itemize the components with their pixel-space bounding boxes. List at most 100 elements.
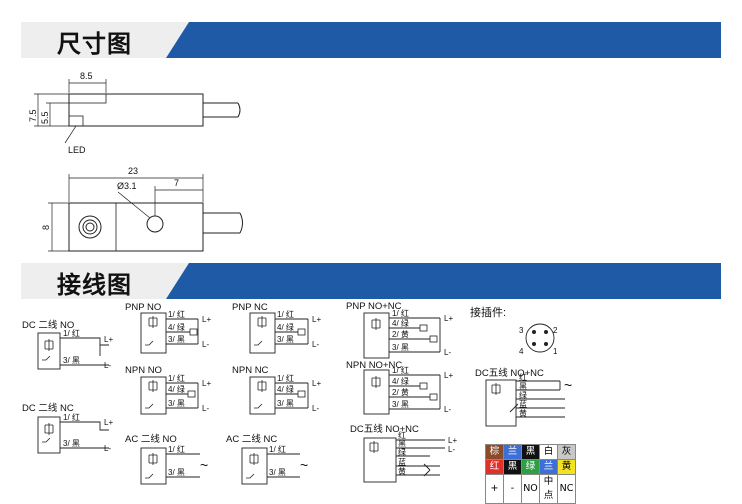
pnp-nc-title: PNP NC [232, 302, 268, 313]
wire-label: 4/ 绿 [277, 323, 294, 332]
npn-no-title: NPN NO [125, 365, 162, 376]
dim-length: 23 [128, 166, 138, 176]
wire-label: 蓝 [398, 457, 406, 467]
wire-label: 红 [519, 372, 527, 382]
wire-label: 4/ 绿 [277, 385, 294, 394]
wire-label: 1/ 红 [269, 444, 286, 454]
npn-nc-title: NPN NC [232, 365, 269, 376]
wire-label: 1/ 红 [168, 373, 185, 383]
ac-symbol: ~ [300, 457, 308, 473]
terminal-label: L+ [104, 418, 113, 427]
dimensions-title: 尺寸图 [57, 30, 132, 58]
pnp-nonc-title: PNP NO+NC [346, 301, 402, 312]
wire-label: 3/ 黑 [168, 399, 185, 408]
dim-top-width: 8.5 [80, 71, 93, 81]
wire-label: 4/ 绿 [392, 319, 409, 328]
wire-label: 绿 [519, 391, 527, 400]
wire-label: 3/ 黑 [392, 343, 409, 352]
wire-label: 蓝 [519, 399, 527, 409]
wire-label: 1/ 红 [392, 308, 409, 318]
wire-label: 2/ 黄 [392, 329, 409, 339]
terminal-label: L- [312, 340, 319, 349]
led-label: LED [68, 145, 86, 155]
npn-nonc-title: NPN NO+NC [346, 360, 402, 371]
pin-label: 2 [553, 326, 558, 335]
wire-label: 3/ 黑 [277, 399, 294, 408]
pnp-no-title: PNP NO [125, 302, 161, 313]
wire-label: 3/ 黑 [63, 356, 80, 365]
terminal-label: L- [104, 361, 111, 370]
wire-label: 黄 [519, 408, 527, 418]
terminal-label: L- [444, 348, 451, 357]
connector-title: 接插件: [470, 305, 506, 319]
wire-label: 4/ 绿 [168, 323, 185, 332]
color-row-1: 棕 兰 黑 白 灰 [485, 444, 576, 460]
terminal-label: L+ [312, 379, 321, 388]
terminal-label: L- [448, 445, 455, 454]
wire-label: 1/ 红 [63, 328, 80, 338]
banner-stripe [166, 22, 721, 58]
ac2-no-title: AC 二线 NO [125, 433, 177, 445]
terminal-label: L+ [444, 314, 453, 323]
wire-label: 2/ 黄 [392, 387, 409, 397]
dc2-nc-title: DC 二线 NC [22, 402, 74, 414]
color-cell: 黑 [503, 459, 522, 475]
dim-hole-offset: 7 [174, 178, 179, 188]
wire-label: 3/ 黑 [277, 335, 294, 344]
ac-symbol: ~ [564, 377, 572, 393]
wire-label: 红 [398, 430, 406, 440]
dimensions-banner: 尺寸图 [21, 22, 721, 58]
function-cell: NO [521, 474, 540, 504]
wiring-banner: 接线图 [21, 263, 721, 299]
terminal-label: L+ [448, 436, 457, 445]
function-cell: NC [557, 474, 576, 504]
color-cell: 黑 [521, 444, 540, 460]
wire-color-table: 棕 兰 黑 白 灰 红 黑 绿 兰 黄 + - NO 中点 NC [485, 444, 576, 504]
terminal-label: L+ [202, 315, 211, 324]
color-cell: 白 [539, 444, 558, 460]
color-cell: 兰 [503, 444, 522, 460]
wire-label: 1/ 红 [277, 373, 294, 383]
terminal-label: L- [104, 444, 111, 453]
pin-label: 3 [519, 326, 524, 335]
terminal-label: L- [202, 404, 209, 413]
wire-label: 1/ 红 [277, 309, 294, 319]
wire-label: 1/ 红 [392, 365, 409, 375]
wire-label: 4/ 绿 [392, 377, 409, 386]
wire-label: 黄 [398, 466, 406, 476]
color-cell: 棕 [485, 444, 504, 460]
color-cell: 灰 [557, 444, 576, 460]
wire-label: 1/ 红 [63, 412, 80, 422]
dim-height-inner: 5.5 [40, 111, 50, 124]
ac-symbol: ~ [200, 457, 208, 473]
terminal-label: L+ [444, 371, 453, 380]
wire-label: 1/ 红 [168, 309, 185, 319]
wire-label: 绿 [398, 448, 406, 457]
wire-label: 3/ 黑 [63, 439, 80, 448]
dc5-a-title: DC五线 NO+NC [350, 423, 419, 435]
wire-label: 黑 [519, 382, 527, 391]
dc2-no-title: DC 二线 NO [22, 319, 74, 331]
function-cell: 中点 [539, 474, 558, 504]
terminal-label: L+ [202, 379, 211, 388]
pin-label: 1 [553, 347, 558, 356]
function-cell: + [485, 474, 504, 504]
color-cell: 绿 [521, 459, 540, 475]
ac2-nc-title: AC 二线 NC [226, 433, 277, 445]
terminal-label: L- [444, 405, 451, 414]
wire-label: 黑 [398, 439, 406, 448]
dc5-b-title: DC五线 NO+NC [475, 367, 544, 379]
page: 尺寸图 [21, 22, 721, 504]
wire-label: 4/ 绿 [168, 385, 185, 394]
dim-hole: Ø3.1 [117, 181, 137, 191]
wire-label: 1/ 红 [168, 444, 185, 454]
banner-stripe [166, 263, 721, 299]
wire-label: 3/ 黑 [168, 468, 185, 477]
terminal-label: L- [312, 404, 319, 413]
terminal-label: L+ [312, 315, 321, 324]
wiring-title: 接线图 [57, 271, 132, 299]
color-row-3: + - NO 中点 NC [485, 474, 576, 504]
color-cell: 黄 [557, 459, 576, 475]
wire-label: 3/ 黑 [269, 468, 286, 477]
wire-label: 3/ 黑 [168, 335, 185, 344]
